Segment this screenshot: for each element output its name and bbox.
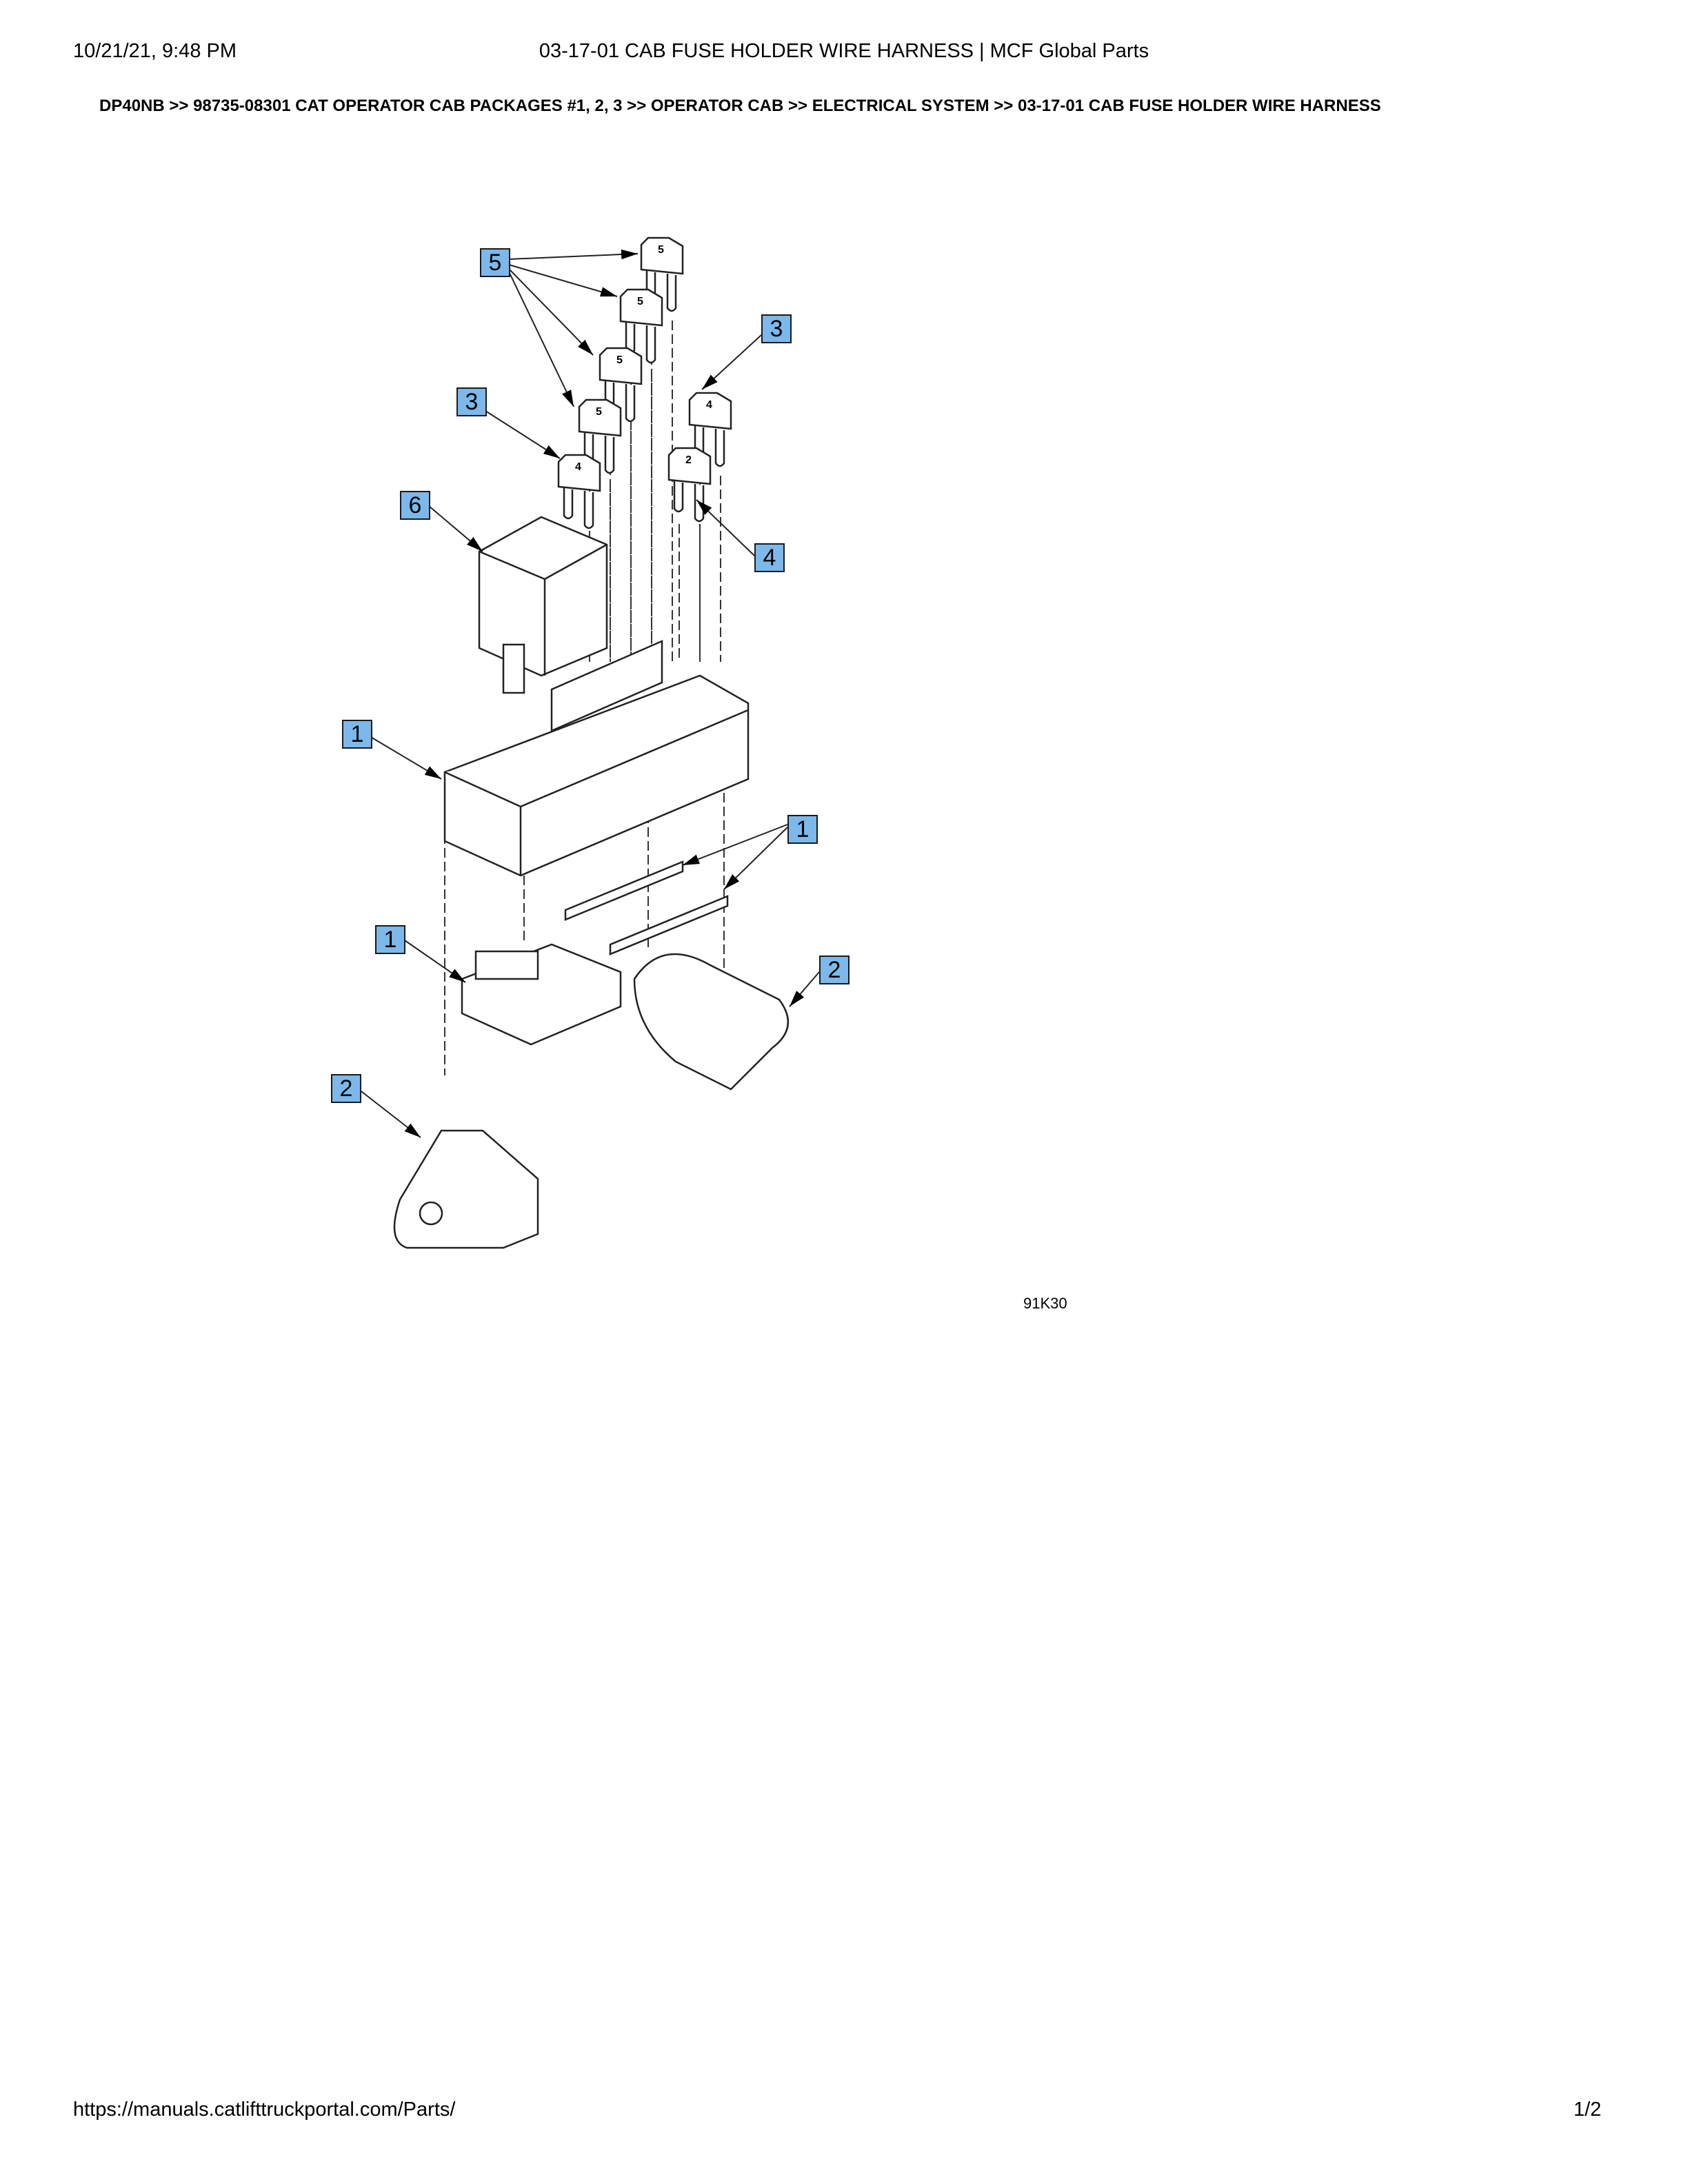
leader-arrow	[428, 505, 483, 552]
callout-3-left[interactable]: 3	[456, 387, 487, 416]
fuse-body	[640, 236, 684, 275]
page-title: 03-17-01 CAB FUSE HOLDER WIRE HARNESS | …	[539, 40, 1149, 62]
callout-5[interactable]: 5	[480, 248, 510, 277]
fuse-blade	[563, 488, 594, 529]
callout-1-terminals[interactable]: 1	[787, 815, 818, 844]
cover-left	[393, 1129, 539, 1249]
leader-arrow	[358, 1089, 421, 1138]
callout-6[interactable]: 6	[400, 491, 430, 520]
leader-arrow	[508, 249, 639, 260]
leader-arrow	[723, 827, 788, 890]
callout-4[interactable]: 4	[754, 543, 785, 572]
print-datetime: 10/21/21, 9:48 PM	[73, 40, 237, 62]
breadcrumb[interactable]: DP40NB >> 98735-08301 CAT OPERATOR CAB P…	[99, 97, 1381, 115]
leader-arrow	[485, 410, 561, 459]
figure-id: 91K30	[1023, 1295, 1067, 1312]
cover-left-hole	[419, 1201, 443, 1226]
fuse-rating: 5	[658, 244, 664, 256]
callout-1-block[interactable]: 1	[342, 720, 372, 749]
fuse-body	[599, 347, 643, 385]
fuse-rating: 5	[637, 296, 643, 307]
leader-arrow	[369, 736, 442, 780]
relay-body	[478, 516, 608, 677]
fuse-block-sockets	[550, 640, 663, 732]
fuse-rating: 5	[596, 406, 602, 418]
holder-base-frame	[474, 950, 539, 980]
leader-arrow	[682, 824, 788, 866]
leader-arrow	[402, 938, 466, 983]
leader-arrow	[696, 499, 755, 556]
fuse-blade	[673, 481, 705, 523]
leader-arrow	[508, 271, 574, 407]
callout-3-right[interactable]: 3	[761, 314, 792, 343]
fuse-body	[578, 398, 622, 437]
fuse-rating: 2	[685, 454, 692, 466]
fuse-body	[619, 288, 663, 327]
callout-2-left[interactable]: 2	[331, 1074, 361, 1103]
relay-terminal	[502, 643, 525, 694]
terminal-strip	[564, 860, 684, 921]
fuse-block-edge	[444, 709, 749, 876]
fuse-body	[688, 392, 732, 430]
leader-arrow	[701, 334, 762, 390]
callout-2-right[interactable]: 2	[819, 956, 850, 984]
fuse-rating: 4	[706, 399, 712, 411]
callout-1-base[interactable]: 1	[375, 925, 405, 954]
leader-arrow	[508, 268, 594, 356]
terminal-strip	[609, 895, 729, 956]
page-number: 1/2	[1574, 2099, 1602, 2121]
fuse-body	[667, 447, 712, 485]
fuse-rating: 4	[575, 461, 581, 473]
footer-url[interactable]: https://manuals.catlifttruckportal.com/P…	[73, 2099, 456, 2121]
cover-right	[633, 953, 790, 1091]
fuse-body	[557, 454, 601, 492]
fuse-rating: 5	[616, 354, 623, 366]
relay-edge	[479, 543, 607, 676]
leader-arrow	[508, 264, 618, 297]
leader-arrow	[789, 971, 820, 1007]
